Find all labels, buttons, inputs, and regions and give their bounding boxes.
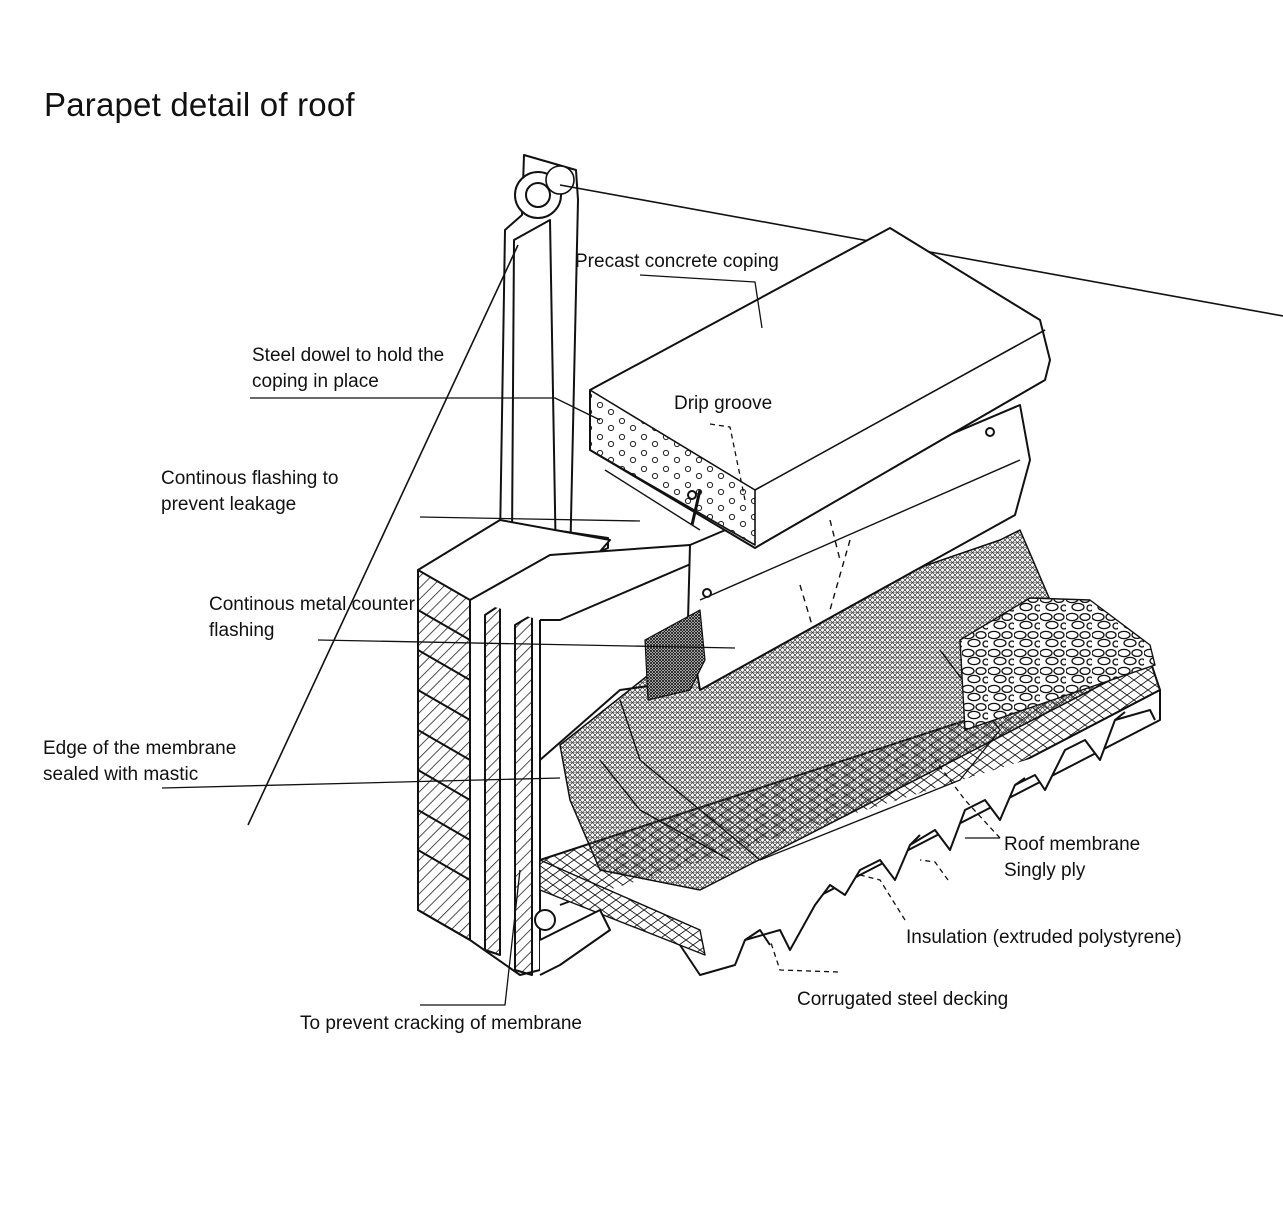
leader-lines (161, 274, 1001, 1006)
label-prevent-cracking-text: To prevent cracking of membrane (300, 1013, 582, 1034)
label-membrane-edge: Edge of the membrane sealed with mastic (43, 736, 236, 788)
label-precast-coping-text: Precast concrete coping (575, 251, 779, 272)
counter-flashing (644, 404, 1031, 701)
label-insulation-text: Insulation (extruded polystyrene) (906, 927, 1182, 948)
label-roof-membrane: Roof membrane Singly ply (1004, 832, 1140, 884)
parapet-wall (417, 519, 706, 976)
label-drip-groove-text: Drip groove (674, 393, 773, 414)
label-steel-dowel-line1: Steel dowel to hold the (252, 345, 445, 366)
diagram-title: Parapet detail of roof (44, 86, 355, 123)
label-counter-flashing-line1: Continous metal counter (209, 594, 415, 615)
label-steel-decking-text: Corrugated steel decking (797, 989, 1009, 1010)
roof-assembly (539, 529, 1161, 976)
coping (589, 227, 1051, 549)
label-steel-dowel-line2: coping in place (252, 371, 379, 392)
label-membrane-edge-line1: Edge of the membrane (43, 738, 237, 759)
label-continuous-flashing-line1: Continous flashing to (161, 468, 339, 489)
label-counter-flashing-line2: flashing (209, 620, 275, 641)
label-counter-flashing: Continous metal counter flashing (209, 592, 415, 644)
drawing-lines (161, 154, 1283, 1006)
label-roof-membrane-line1: Roof membrane (1004, 834, 1141, 855)
label-roof-membrane-line2: Singly ply (1004, 860, 1086, 881)
label-continuous-flashing-line2: prevent leakage (161, 494, 297, 515)
label-steel-decking: Corrugated steel decking (797, 987, 1008, 1013)
label-drip-groove: Drip groove (674, 391, 772, 417)
label-continuous-flashing: Continous flashing to prevent leakage (161, 466, 338, 518)
label-prevent-cracking: To prevent cracking of membrane (300, 1011, 582, 1037)
label-precast-coping: Precast concrete coping (575, 249, 779, 275)
label-membrane-edge-line2: sealed with mastic (43, 764, 199, 785)
label-insulation: Insulation (extruded polystyrene) (906, 925, 1182, 951)
label-steel-dowel: Steel dowel to hold the coping in place (252, 343, 444, 395)
